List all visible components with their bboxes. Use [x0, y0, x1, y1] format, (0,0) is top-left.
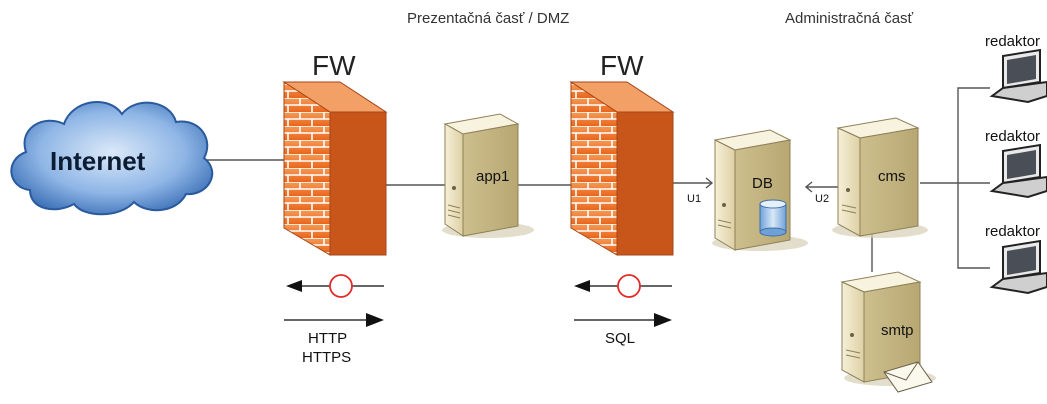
firewall-right-label: FW	[600, 50, 644, 81]
internet-label: Internet	[50, 146, 146, 176]
link-u2-label: U2	[815, 193, 830, 205]
connection-lines	[205, 87, 990, 272]
editor-label: redaktor	[985, 33, 1041, 50]
db-link-arrows	[705, 177, 813, 193]
line-cms-editor3	[957, 183, 990, 269]
link-u1-label: U1	[687, 193, 702, 205]
server-cms	[832, 117, 928, 238]
server-app1	[442, 113, 534, 238]
server-smtp	[840, 271, 936, 393]
firewall-left-label: FW	[312, 50, 356, 81]
blocked-icon	[329, 274, 353, 298]
server-db-label: DB	[752, 175, 773, 192]
blocked-icon	[617, 274, 641, 298]
zone-presentation-label: Prezentačná časť / DMZ	[407, 10, 570, 27]
laptop-icon	[989, 143, 1047, 199]
server-smtp-label: smtp	[881, 322, 914, 339]
server-db	[712, 129, 808, 251]
envelope-icon	[883, 361, 933, 393]
editor-label: redaktor	[985, 128, 1041, 145]
laptop-icon	[989, 239, 1047, 295]
server-cms-label: cms	[878, 168, 906, 185]
protocol-http-label: HTTP	[308, 330, 348, 347]
firewall-left	[282, 81, 388, 256]
server-app1-label: app1	[476, 168, 510, 185]
fw2-traffic-arrows	[574, 274, 672, 327]
internet-cloud	[10, 100, 214, 216]
database-cylinder-icon	[759, 199, 787, 237]
zone-admin-label: Administračná časť	[785, 10, 914, 27]
laptop-icon	[989, 48, 1047, 104]
protocol-https-label: HTTPS	[302, 349, 352, 366]
fw1-traffic-arrows	[284, 274, 384, 327]
firewall-right	[569, 81, 675, 256]
editor-label: redaktor	[985, 223, 1041, 240]
line-cms-editor1	[957, 87, 990, 183]
protocol-sql-label: SQL	[605, 330, 636, 347]
